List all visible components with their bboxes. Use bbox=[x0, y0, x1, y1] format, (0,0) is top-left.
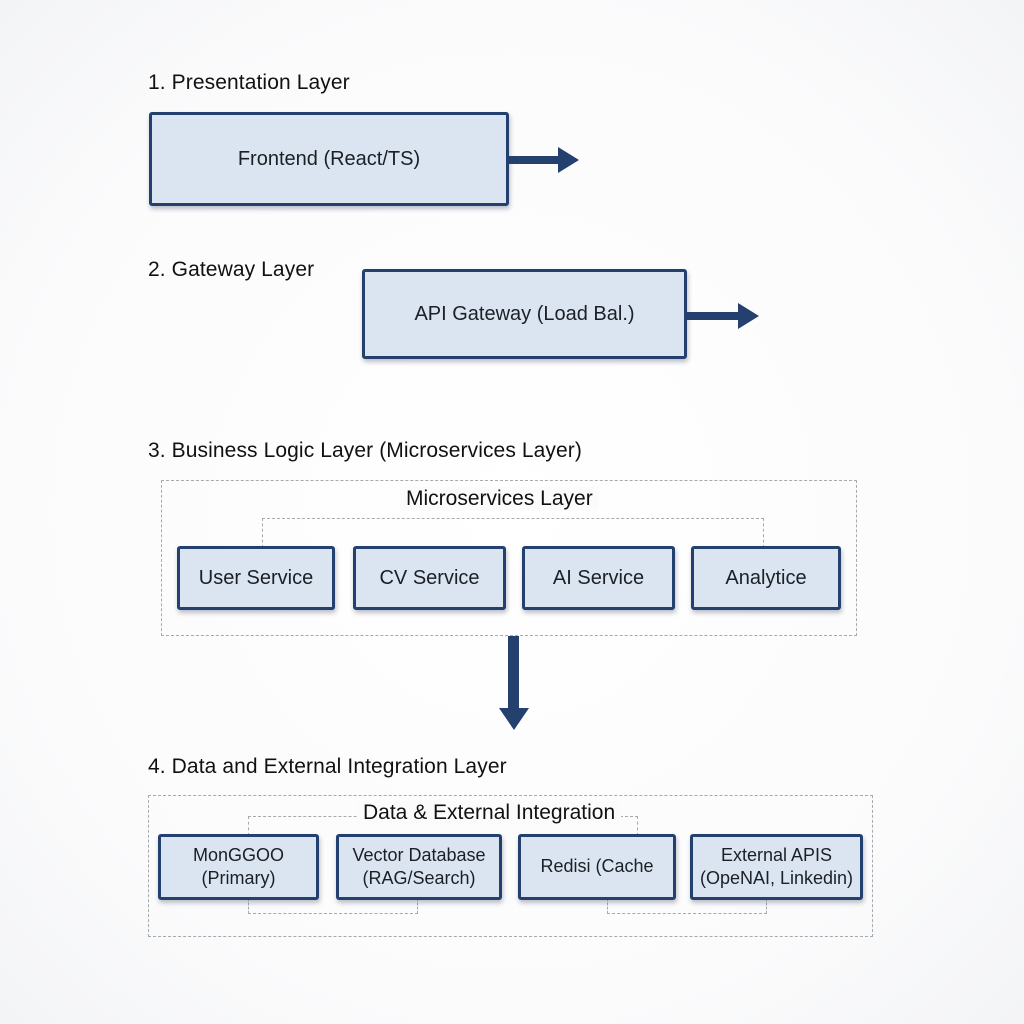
gateway-arrow bbox=[687, 303, 759, 329]
business-to-data-arrow bbox=[499, 636, 529, 730]
data-connector-bottom-left bbox=[248, 898, 418, 914]
cv-service-box: CV Service bbox=[353, 546, 506, 610]
ai-service-box: AI Service bbox=[522, 546, 675, 610]
vector-database-sublabel: (RAG/Search) bbox=[362, 868, 476, 888]
analytics-box: Analytice bbox=[691, 546, 841, 610]
redis-cache-box: Redisi (Cache bbox=[518, 834, 676, 900]
microservices-group bbox=[161, 480, 857, 636]
external-apis-box: External APIS (OpeNAI, Linkedin) bbox=[690, 834, 863, 900]
data-integration-group bbox=[148, 795, 873, 937]
mongodb-label: MonGGOO bbox=[192, 844, 285, 865]
microservices-connector bbox=[262, 518, 764, 548]
mongodb-box: MonGGOO (Primary) bbox=[158, 834, 319, 900]
data-connector-bottom-right bbox=[607, 898, 767, 914]
api-gateway-box: API Gateway (Load Bal.) bbox=[362, 269, 687, 359]
layer-heading-business-logic: 3. Business Logic Layer (Microservices L… bbox=[148, 439, 582, 462]
external-apis-sublabel: (OpeNAI, Linkedin) bbox=[699, 868, 854, 888]
presentation-arrow bbox=[509, 147, 579, 173]
layer-heading-gateway: 2. Gateway Layer bbox=[148, 258, 315, 281]
redis-cache-label: Redisi (Cache bbox=[540, 856, 654, 877]
data-integration-title: Data & External Integration bbox=[357, 801, 622, 825]
vector-database-label: Vector Database bbox=[352, 844, 486, 865]
frontend-box: Frontend (React/TS) bbox=[149, 112, 509, 206]
microservices-title: Microservices Layer bbox=[400, 487, 599, 511]
external-apis-label: External APIS bbox=[720, 844, 833, 865]
layer-heading-presentation: 1. Presentation Layer bbox=[148, 71, 350, 94]
vector-database-box: Vector Database (RAG/Search) bbox=[336, 834, 502, 900]
user-service-box: User Service bbox=[177, 546, 335, 610]
layer-heading-data-integration: 4. Data and External Integration Layer bbox=[148, 755, 507, 778]
mongodb-sublabel: (Primary) bbox=[201, 868, 276, 888]
